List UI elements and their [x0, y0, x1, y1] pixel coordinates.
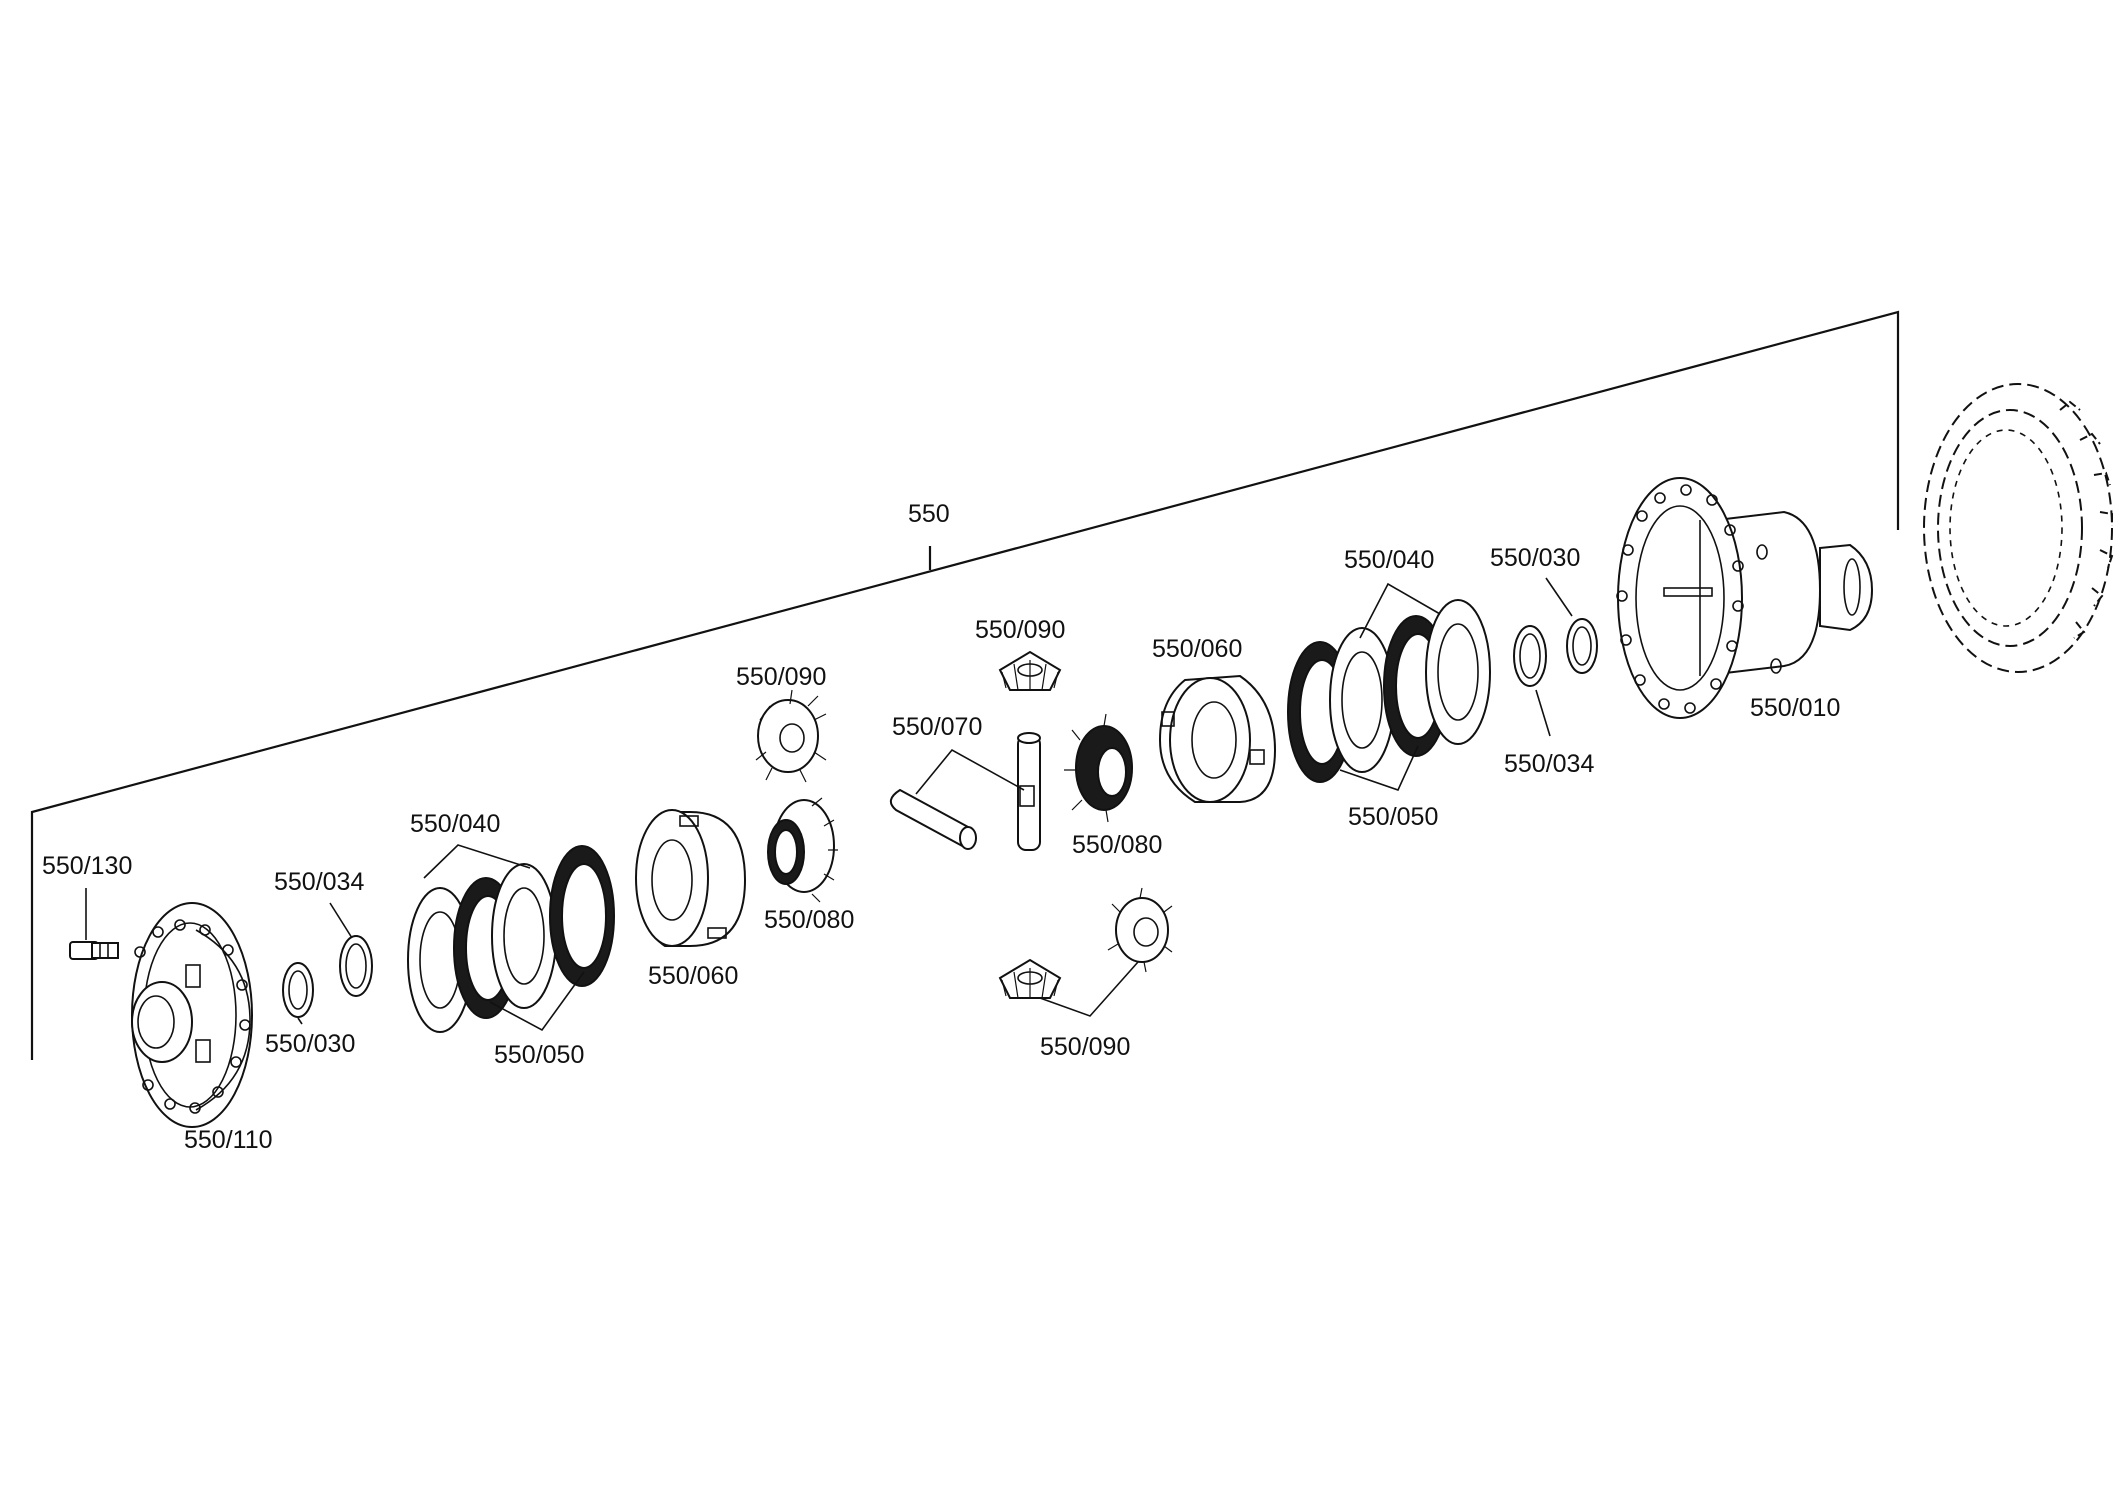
assembly-label-550: 550	[908, 500, 950, 528]
callout-550-080-center[interactable]: 550/080	[1072, 831, 1162, 859]
flange-housing-part-550-110	[131, 902, 253, 1128]
pinion-gear-part-550-090-bottom-b	[998, 958, 1062, 999]
leader-550-070	[915, 748, 1025, 795]
clutch-disc-part-550-040-right-a	[1329, 627, 1395, 773]
callout-550-070[interactable]: 550/070	[892, 713, 982, 741]
shim-part-550-034-right	[1513, 625, 1547, 687]
ring-gear-dashed	[1923, 383, 2114, 673]
leader-550-034-left	[329, 902, 353, 939]
callout-550-030-left[interactable]: 550/030	[265, 1030, 355, 1058]
leader-550-040-left	[423, 844, 531, 879]
callout-550-040-left[interactable]: 550/040	[410, 810, 500, 838]
callout-550-050-right[interactable]: 550/050	[1348, 803, 1438, 831]
callout-550-034-left[interactable]: 550/034	[274, 868, 364, 896]
leader-550-050-left	[489, 971, 585, 1032]
callout-550-080-left[interactable]: 550/080	[764, 906, 854, 934]
callout-550-050-left[interactable]: 550/050	[494, 1041, 584, 1069]
side-gear-part-550-080-center	[1064, 713, 1133, 823]
leader-550-034-right	[1535, 689, 1551, 737]
callout-550-090-top-center[interactable]: 550/090	[975, 616, 1065, 644]
clutch-disc-part-550-040-right-b	[1425, 599, 1491, 745]
callout-550-060-left[interactable]: 550/060	[648, 962, 738, 990]
leader-550-040-right	[1359, 582, 1441, 639]
pinion-gear-part-550-090-top-left	[755, 689, 827, 783]
callout-550-010[interactable]: 550/010	[1750, 694, 1840, 722]
differential-housing-part-550-010	[1616, 477, 1874, 719]
leader-550-030-right	[1545, 577, 1573, 617]
pinion-gear-part-550-090-top-center	[998, 650, 1062, 691]
callout-550-060-right[interactable]: 550/060	[1152, 635, 1242, 663]
callout-550-130[interactable]: 550/130	[42, 852, 132, 880]
side-gear-part-550-080-left	[767, 797, 838, 903]
leader-550-090-bottom	[1039, 961, 1139, 1017]
pressure-ring-part-550-060-right	[1158, 674, 1277, 803]
friction-plate-part-550-050-left-b	[549, 845, 615, 987]
callout-550-110[interactable]: 550/110	[184, 1126, 273, 1154]
pressure-ring-part-550-060-left	[635, 809, 747, 947]
callout-550-090-top-left[interactable]: 550/090	[736, 663, 826, 691]
bolt-part-550-130	[69, 941, 119, 960]
shim-part-550-034-left	[339, 935, 373, 997]
cross-shaft-part-550-070	[889, 732, 1041, 851]
callout-550-034-right[interactable]: 550/034	[1504, 750, 1594, 778]
pinion-gear-part-550-090-bottom-a	[1107, 887, 1173, 973]
callout-550-030-right[interactable]: 550/030	[1490, 544, 1580, 572]
thrust-washer-part-550-030-right	[1566, 618, 1598, 674]
thrust-washer-part-550-030-left	[282, 962, 314, 1018]
callout-550-090-bottom[interactable]: 550/090	[1040, 1033, 1130, 1061]
callout-550-040-right[interactable]: 550/040	[1344, 546, 1434, 574]
assembly-bracket	[30, 310, 1900, 1060]
clutch-disc-part-550-040-left-b	[491, 863, 557, 1009]
leader-550-050-right	[1339, 745, 1419, 791]
leader-550-030-left	[297, 1017, 303, 1025]
